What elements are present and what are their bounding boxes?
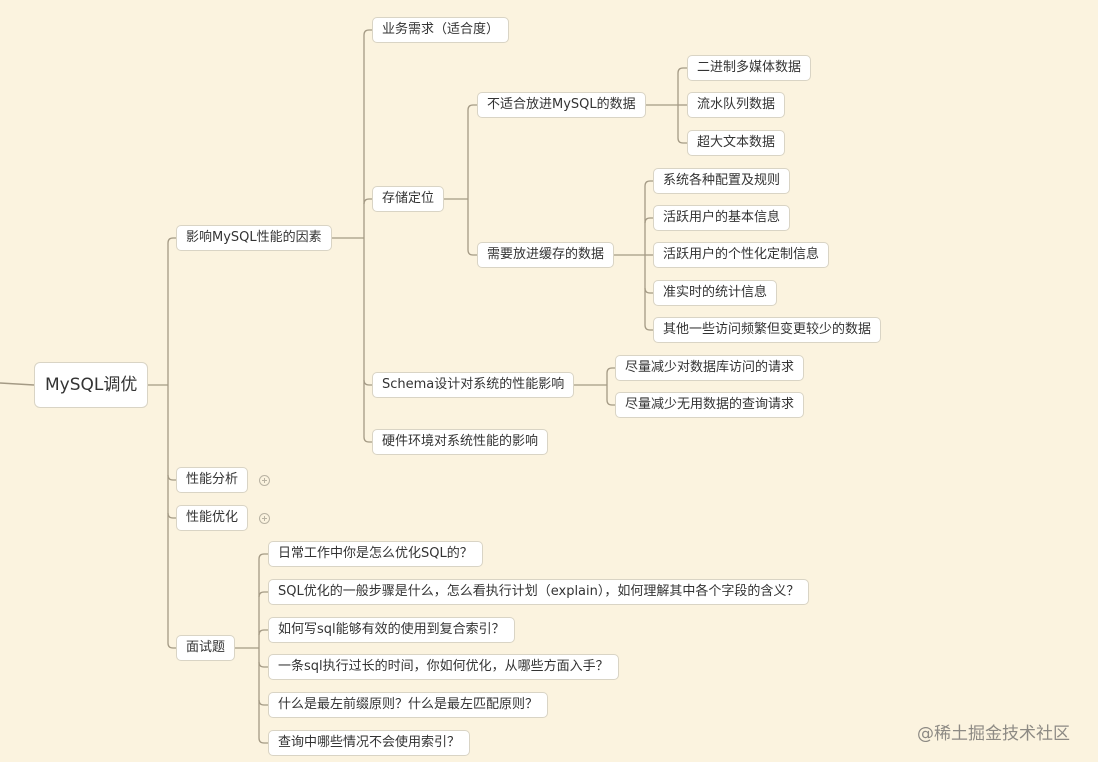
node-business-requirements[interactable]: 业务需求（适合度） [372, 17, 510, 43]
node-question-4[interactable]: 一条sql执行过长的时间，你如何优化，从哪些方面入手？ [268, 654, 619, 680]
node-reduce-useless-queries[interactable]: 尽量减少无用数据的查询请求 [615, 392, 805, 418]
expand-performance-optimization-icon[interactable] [259, 513, 270, 524]
node-root[interactable]: MySQL调优 [34, 362, 149, 408]
node-question-2[interactable]: SQL优化的一般步骤是什么，怎么看执行计划（explain），如何理解其中各个字… [268, 579, 810, 605]
node-interview-questions[interactable]: 面试题 [176, 635, 236, 661]
node-performance-analysis[interactable]: 性能分析 [176, 467, 249, 493]
node-storage-positioning[interactable]: 存储定位 [372, 186, 445, 212]
node-schema-design[interactable]: Schema设计对系统的性能影响 [372, 372, 575, 398]
node-system-config[interactable]: 系统各种配置及规则 [653, 168, 791, 194]
node-performance-factors[interactable]: 影响MySQL性能的因素 [176, 225, 332, 251]
expand-performance-analysis-icon[interactable] [259, 475, 270, 486]
node-realtime-stats[interactable]: 准实时的统计信息 [653, 280, 778, 306]
node-question-3[interactable]: 如何写sql能够有效的使用到复合索引？ [268, 617, 515, 643]
node-need-cache[interactable]: 需要放进缓存的数据 [477, 242, 615, 268]
node-reduce-db-requests[interactable]: 尽量减少对数据库访问的请求 [615, 355, 805, 381]
node-binary-media[interactable]: 二进制多媒体数据 [687, 55, 812, 81]
node-frequent-access-data[interactable]: 其他一些访问频繁但变更较少的数据 [653, 317, 882, 343]
node-large-text[interactable]: 超大文本数据 [687, 130, 786, 156]
node-question-5[interactable]: 什么是最左前缀原则？什么是最左匹配原则？ [268, 692, 549, 718]
node-queue-data[interactable]: 流水队列数据 [687, 92, 786, 118]
node-active-user-custom[interactable]: 活跃用户的个性化定制信息 [653, 242, 830, 268]
node-question-1[interactable]: 日常工作中你是怎么优化SQL的？ [268, 541, 483, 567]
node-performance-optimization[interactable]: 性能优化 [176, 505, 249, 531]
node-question-6[interactable]: 查询中哪些情况不会使用索引？ [268, 730, 471, 756]
node-active-user-basic[interactable]: 活跃用户的基本信息 [653, 205, 791, 231]
node-not-for-mysql[interactable]: 不适合放进MySQL的数据 [477, 92, 646, 118]
node-hardware-environment[interactable]: 硬件环境对系统性能的影响 [372, 429, 549, 455]
watermark: @稀土掘金技术社区 [917, 724, 1070, 744]
